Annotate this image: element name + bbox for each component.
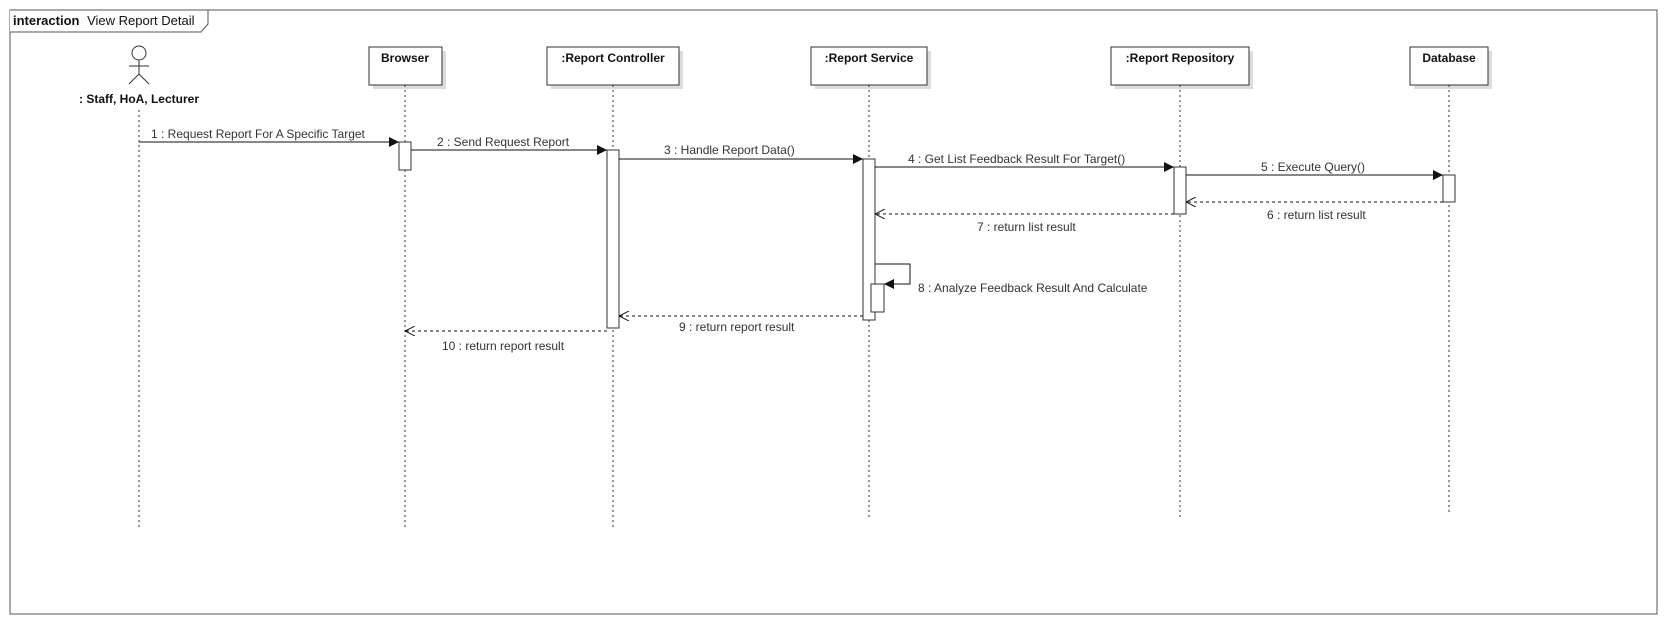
message-6-label: 6 : return list result: [1267, 208, 1366, 222]
message-9-label: 9 : return report result: [679, 320, 795, 334]
interaction-frame: [9, 9, 1658, 615]
message-7: 7 : return list result: [875, 214, 1174, 234]
lifeline-report-repository-label: :Report Repository: [1126, 51, 1235, 65]
message-3: 3 : Handle Report Data(): [619, 143, 863, 164]
message-10-label: 10 : return report result: [442, 339, 565, 353]
lifeline-database-label: Database: [1422, 51, 1476, 65]
activation-repository: [1173, 166, 1187, 215]
lifeline-report-controller-label: :Report Controller: [561, 51, 665, 65]
message-2-label: 2 : Send Request Report: [437, 135, 570, 149]
lifeline-report-service: :Report Service: [810, 46, 931, 520]
message-5-label: 5 : Execute Query(): [1261, 160, 1365, 174]
frame-tab: [10, 9, 209, 33]
message-2: 2 : Send Request Report: [411, 135, 607, 155]
message-9: 9 : return report result: [619, 316, 863, 334]
activation-controller: [606, 149, 620, 329]
lifeline-report-repository: :Report Repository: [1110, 46, 1253, 520]
message-1-label: 1 : Request Report For A Specific Target: [151, 127, 366, 141]
lifeline-browser-label: Browser: [381, 51, 429, 65]
actor-figure: [128, 45, 150, 85]
activation-database: [1442, 174, 1456, 203]
activation-browser: [398, 141, 412, 171]
message-5: 5 : Execute Query(): [1186, 160, 1443, 180]
message-7-label: 7 : return list result: [977, 220, 1076, 234]
frame-title: interaction View Report Detail: [13, 13, 195, 28]
message-8: 8 : Analyze Feedback Result And Calculat…: [875, 263, 1148, 295]
frame-name: View Report Detail: [87, 13, 195, 28]
lifeline-report-controller: :Report Controller: [546, 46, 683, 530]
lifeline-database: Database: [1409, 46, 1492, 512]
activation-service-nested: [870, 283, 885, 313]
message-8-label: 8 : Analyze Feedback Result And Calculat…: [918, 281, 1148, 295]
message-6: 6 : return list result: [1186, 202, 1443, 222]
message-1: 1 : Request Report For A Specific Target: [139, 127, 399, 147]
actor-name: : Staff, HoA, Lecturer: [79, 92, 199, 106]
frame-keyword: interaction: [13, 13, 80, 28]
message-10: 10 : return report result: [405, 331, 607, 353]
lifeline-report-service-label: :Report Service: [825, 51, 914, 65]
message-4: 4 : Get List Feedback Result For Target(…: [875, 152, 1174, 172]
activation-service: [862, 158, 876, 321]
message-3-label: 3 : Handle Report Data(): [664, 143, 795, 157]
message-4-label: 4 : Get List Feedback Result For Target(…: [908, 152, 1125, 166]
lifeline-browser: Browser: [368, 46, 446, 530]
